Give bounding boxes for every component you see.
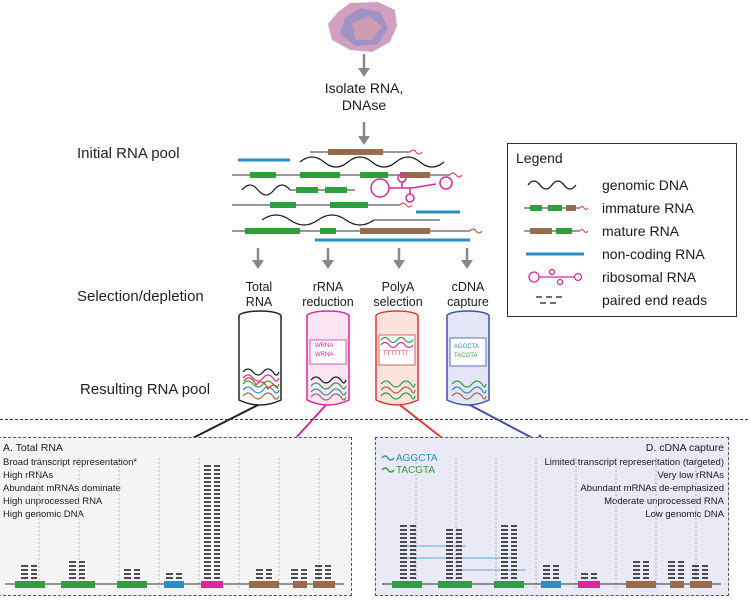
resulting-pool-label: Resulting RNA pool: [80, 381, 211, 398]
panel-total-rna: A. Total RNA Broad transcript representa…: [0, 437, 352, 596]
panel-line: Abundant mRNAs de-emphasized: [580, 483, 724, 494]
panel-title: D. cDNA capture: [645, 442, 724, 454]
initial-rna-pool: [232, 149, 483, 242]
legend-title: Legend: [516, 150, 563, 166]
legend-item-immature-rna: immature RNA: [508, 197, 736, 219]
tube-rrna-reduction: [306, 310, 350, 406]
panel-line: Low genomic DNA: [645, 509, 724, 520]
section-divider: [0, 419, 748, 420]
tube-rrna-text-2: WRNA: [315, 352, 334, 358]
long-transcript-icon: [524, 205, 589, 211]
ribosome-icon: [528, 268, 583, 286]
panel-d-reads-graphic: [381, 455, 721, 588]
short-transcript-icon: [524, 228, 589, 234]
panel-line: Moderate unprocessed RNA: [604, 496, 724, 507]
arrow-down-icon: [358, 54, 370, 77]
panel-line: High unprocessed RNA: [3, 496, 103, 507]
column-label-total-rna: Total RNA: [219, 280, 299, 310]
isolate-line-2: DNAse: [341, 97, 387, 113]
col-line2: selection: [373, 295, 423, 309]
panel-cdna-capture: D. cDNA capture Limited transcript repre…: [375, 437, 729, 596]
panel-a-reads-graphic: [5, 458, 344, 588]
col-line2: reduction: [302, 295, 354, 309]
blue-line-icon: [526, 252, 584, 256]
wavy-line-icon: [527, 180, 577, 190]
legend-box: Legend genomic DNA immature RNA mature R…: [507, 143, 737, 317]
legend-label: ribosomal RNA: [602, 269, 697, 285]
panel-line: Limited transcript representation (targe…: [544, 457, 724, 468]
panel-line: Very low rRNAs: [657, 470, 724, 481]
probe-label-1: AGGCTA: [396, 453, 438, 464]
legend-label: immature RNA: [602, 200, 694, 216]
col-line2: capture: [447, 295, 489, 309]
panel-title: A. Total RNA: [3, 442, 63, 454]
dashes-icon: [536, 296, 562, 304]
legend-item-ribosomal-rna: ribosomal RNA: [508, 266, 736, 288]
legend-label: non-coding RNA: [602, 246, 705, 262]
column-label-polya-selection: PolyA selection: [358, 280, 438, 310]
selection-label: Selection/depletion: [77, 288, 204, 305]
col-line1: PolyA: [381, 280, 415, 294]
panel-line: Abundant mRNAs dominate: [3, 483, 121, 494]
col-line2: RNA: [245, 295, 273, 309]
legend-label: genomic DNA: [602, 177, 689, 193]
tube-cdna-capture: [446, 310, 490, 406]
column-label-rrna-reduction: rRNA reduction: [288, 280, 368, 310]
col-line1: cDNA: [451, 280, 485, 294]
tube-probe-text-2: TACGTA: [454, 353, 478, 359]
column-label-cdna-capture: cDNA capture: [428, 280, 508, 310]
column-arrows: [252, 248, 473, 269]
legend-item-paired-end-reads: paired end reads: [508, 289, 736, 311]
panel-line: High rRNAs: [3, 470, 54, 481]
tube-polya-text: TTTTTTT: [383, 351, 409, 357]
isolate-rna-label: Isolate RNA, DNAse: [318, 80, 410, 114]
legend-item-genomic-dna: genomic DNA: [508, 174, 736, 196]
tube-total-rna: [238, 310, 282, 406]
col-line1: Total: [245, 280, 273, 294]
initial-pool-label: Initial RNA pool: [77, 145, 180, 162]
tube-rrna-text-1: WRNA: [315, 343, 334, 349]
panel-line: High genomic DNA: [3, 509, 84, 520]
legend-item-non-coding-rna: non-coding RNA: [508, 243, 736, 265]
col-line1: rRNA: [312, 280, 344, 294]
panel-line: Broad transcript representation*: [3, 457, 138, 468]
legend-label: mature RNA: [602, 223, 680, 239]
legend-label: paired end reads: [602, 292, 708, 308]
legend-item-mature-rna: mature RNA: [508, 220, 736, 242]
tube-probe-text-1: AGGCTA: [454, 344, 479, 350]
tissue-sample-icon: [328, 2, 397, 52]
arrow-down-icon: [358, 122, 370, 145]
isolate-line-1: Isolate RNA,: [324, 80, 404, 96]
tube-polya-selection: [375, 310, 419, 406]
